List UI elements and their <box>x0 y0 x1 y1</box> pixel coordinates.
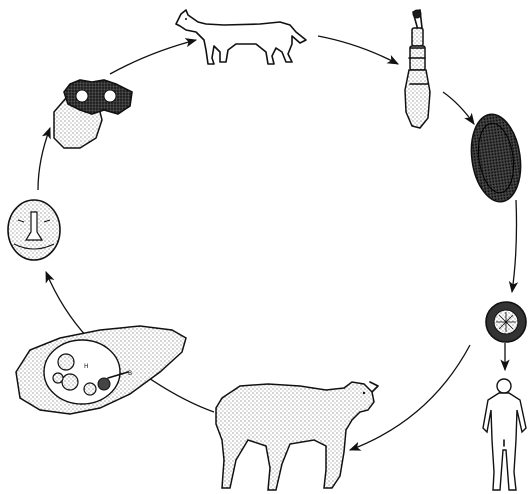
arrow-dog-to-tapeworm <box>318 36 398 64</box>
sheep-icon <box>216 382 378 490</box>
cyst-label-b: B <box>128 370 132 377</box>
arrow-evaginated-to-dog <box>110 40 196 74</box>
arrow-egg-to-embryonated-egg <box>512 200 517 292</box>
liver-cyst-icon: H B <box>16 326 186 414</box>
human-icon <box>483 379 526 490</box>
evaginated-protoscolex-icon <box>54 80 132 148</box>
dog-icon <box>176 10 306 64</box>
protoscolex-icon <box>8 200 60 260</box>
arrow-liver-to-protoscolex <box>46 272 88 338</box>
tapeworm-icon <box>405 10 430 128</box>
embryonated-egg-icon <box>486 302 526 342</box>
cyst-label-h: H <box>84 363 89 370</box>
arrow-protoscolex-to-evaginated <box>38 128 50 190</box>
hydatid-cyst <box>44 340 120 404</box>
egg-icon <box>466 111 526 205</box>
arrow-tapeworm-to-egg <box>443 92 474 124</box>
